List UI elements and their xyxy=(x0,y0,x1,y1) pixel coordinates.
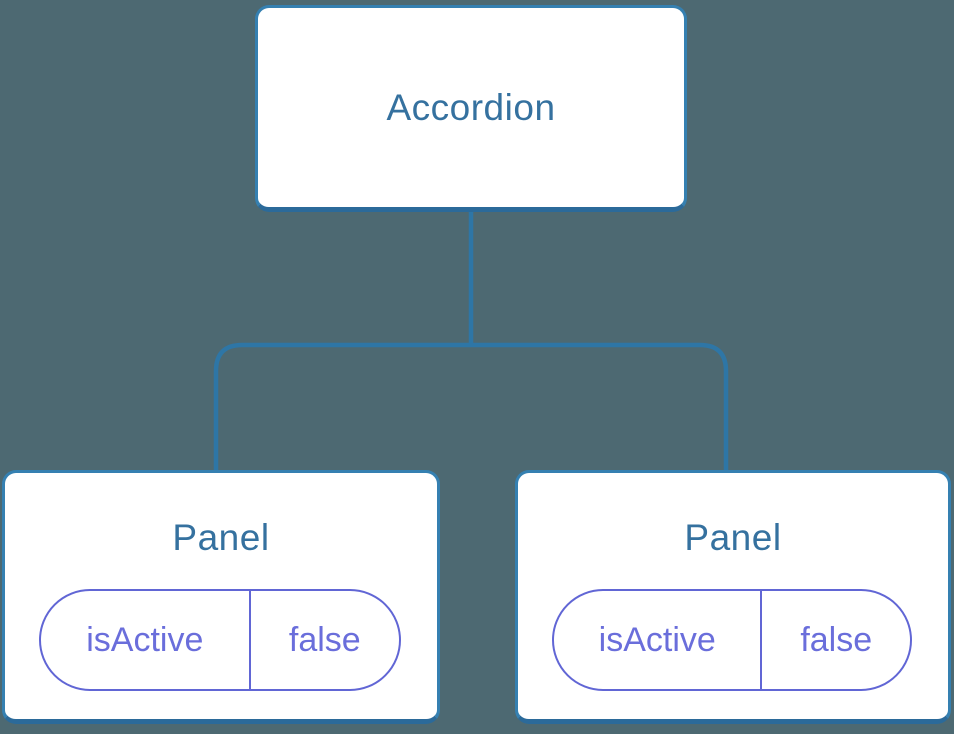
state-key: isActive xyxy=(554,591,763,689)
root-to-children-connector xyxy=(213,211,729,472)
state-value: false xyxy=(288,620,361,659)
panel-node-label: Panel xyxy=(172,517,270,558)
state-value: false xyxy=(800,620,873,659)
state-pill: isActive false xyxy=(39,589,401,691)
panel-node-left: Panel isActive false xyxy=(2,470,440,724)
panel-node-right: Panel isActive false xyxy=(515,470,951,724)
state-key: isActive xyxy=(41,591,251,689)
panel-node-label: Panel xyxy=(684,517,782,558)
accordion-node-label: Accordion xyxy=(386,86,556,128)
state-pill: isActive false xyxy=(552,589,912,691)
accordion-node: Accordion xyxy=(255,5,687,212)
